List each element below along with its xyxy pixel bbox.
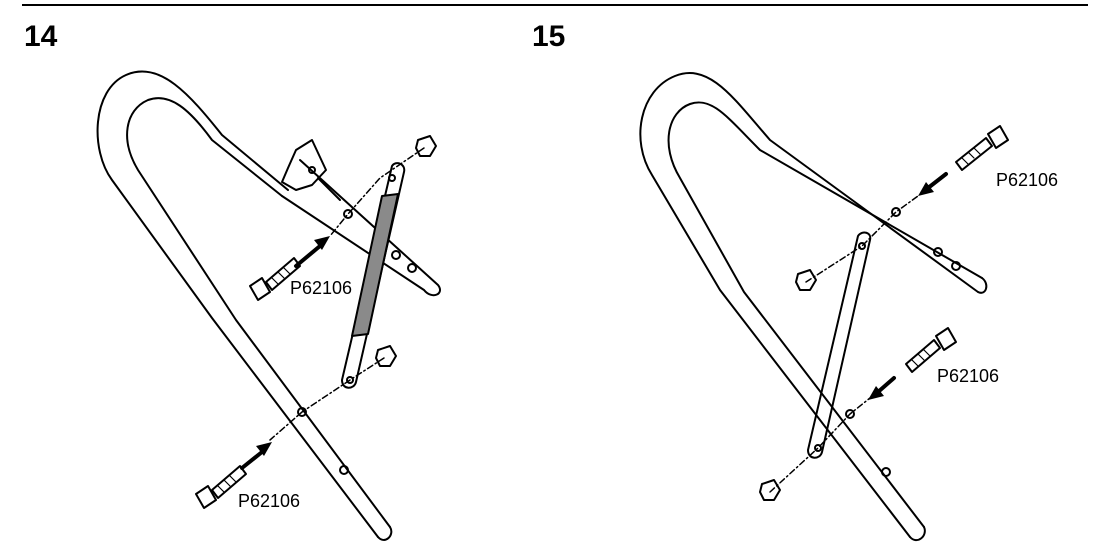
- insert-arrowhead-upper: [314, 236, 330, 250]
- bar-hole: [814, 444, 822, 452]
- warning-decal: [351, 193, 399, 337]
- bolt-lower: [195, 465, 247, 509]
- insert-arrowhead-upper: [918, 182, 934, 196]
- handle-tube-outer: [639, 72, 979, 538]
- tube-end-upper: [977, 277, 988, 294]
- upper-tube: [281, 159, 441, 297]
- bar-hole: [858, 242, 866, 250]
- alignment-line-lower: [769, 397, 871, 493]
- step-14-number: 14: [24, 20, 58, 53]
- tube-bracket: [281, 139, 327, 191]
- handle-tube-inner: [126, 97, 391, 528]
- tube-hole: [339, 465, 349, 475]
- bolt-upper: [249, 257, 301, 301]
- nut-lower: [759, 479, 781, 501]
- tube-hole: [343, 209, 353, 219]
- tube-hole: [951, 261, 961, 271]
- cross-bar: [807, 231, 872, 459]
- step-14-diagram: [96, 70, 441, 541]
- cross-bar: [341, 162, 406, 389]
- bar-hole: [388, 174, 396, 182]
- step-15-diagram: [639, 72, 1009, 542]
- tube-hole: [933, 247, 943, 257]
- tube-hole: [407, 263, 417, 273]
- tube-hole: [881, 467, 891, 477]
- part-label-p62106: P62106: [238, 491, 301, 511]
- tube-hole: [891, 207, 901, 217]
- nut-top: [415, 135, 437, 157]
- bolt-upper: [955, 125, 1009, 171]
- upper-tube-inner: [317, 177, 341, 201]
- nut-middle: [375, 345, 397, 367]
- insert-arrowhead-lower: [868, 386, 884, 400]
- insert-arrow-lower: [240, 450, 264, 470]
- bracket-hole: [308, 166, 316, 174]
- part-label-p62106: P62106: [937, 366, 1000, 386]
- header-rule: [22, 4, 1088, 6]
- bolt-lower: [905, 327, 957, 373]
- insert-arrow-upper: [926, 172, 948, 190]
- tube-hole: [391, 250, 401, 260]
- tube-hole: [845, 409, 855, 419]
- insert-arrowhead-lower: [256, 442, 272, 456]
- tube-end-bottom: [377, 526, 393, 541]
- tube-hole: [297, 407, 307, 417]
- insert-arrow-upper: [294, 244, 322, 268]
- handle-tube-outer: [96, 70, 379, 538]
- bar-hole: [346, 376, 354, 384]
- alignment-line-upper: [805, 195, 919, 283]
- step-15-number: 15: [532, 20, 566, 53]
- alignment-line-lower: [269, 357, 385, 441]
- tube-end-bottom: [909, 526, 926, 542]
- insert-arrow-lower: [876, 376, 896, 394]
- alignment-line-upper: [329, 147, 425, 237]
- part-label-p62106: P62106: [290, 278, 353, 298]
- handle-tube-inner: [667, 101, 983, 528]
- nut-upper: [795, 269, 817, 291]
- part-label-p62106: P62106: [996, 170, 1059, 190]
